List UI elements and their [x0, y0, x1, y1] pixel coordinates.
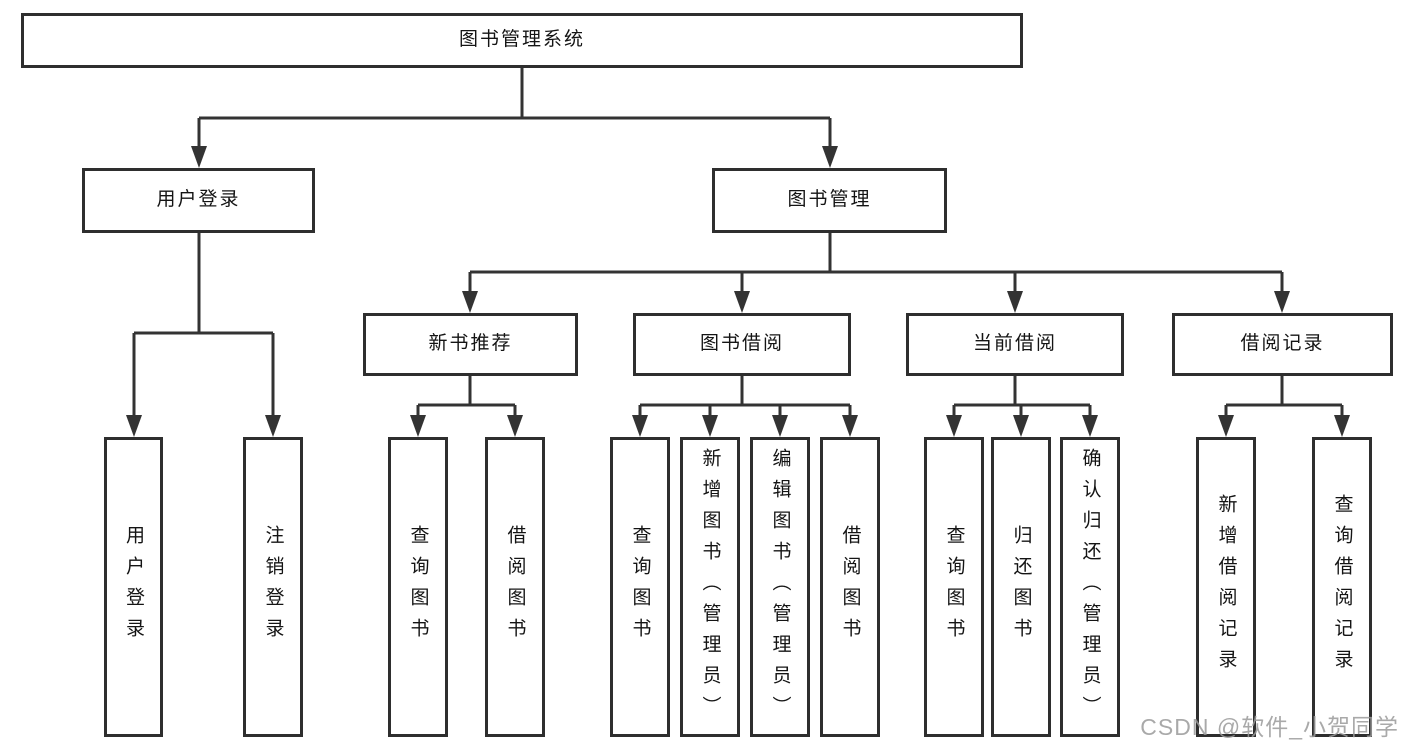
leaf-user-login: 用户登录: [104, 437, 163, 737]
leaf-logout: 注销登录: [243, 437, 303, 737]
leaf-query-books-recommend: 查询图书: [388, 437, 448, 737]
node-new-book-recommendation: 新书推荐: [363, 313, 578, 376]
leaf-query-books-borrow: 查询图书: [610, 437, 670, 737]
leaf-query-borrow-record: 查询借阅记录: [1312, 437, 1372, 737]
node-user-login: 用户登录: [82, 168, 315, 233]
node-label: 图书借阅: [699, 333, 784, 355]
node-book-borrowing: 图书借阅: [633, 313, 851, 376]
leaf-query-books-current: 查询图书: [924, 437, 984, 737]
leaf-borrow-books-recommend: 借阅图书: [485, 437, 545, 737]
node-label: 归还图书: [1010, 525, 1032, 649]
node-book-management: 图书管理: [712, 168, 947, 233]
leaf-borrow-books: 借阅图书: [820, 437, 880, 737]
leaf-edit-books-admin: 编辑图书（管理员）: [750, 437, 810, 737]
node-label: 新书推荐: [428, 333, 513, 355]
node-label: 借阅图书: [839, 525, 861, 649]
node-label: 用户登录: [156, 189, 241, 211]
node-label: 图书管理系统: [458, 29, 585, 51]
node-label: 图书管理: [787, 189, 872, 211]
node-label: 当前借阅: [972, 333, 1057, 355]
node-label: 借阅图书: [504, 525, 526, 649]
node-library-management-system: 图书管理系统: [21, 13, 1023, 68]
node-label: 查询图书: [407, 525, 429, 649]
node-label: 编辑图书（管理员）: [769, 447, 791, 727]
leaf-confirm-return-admin: 确认归还（管理员）: [1060, 437, 1120, 737]
node-label: 借阅记录: [1240, 333, 1325, 355]
node-label: 新增借阅记录: [1215, 494, 1237, 680]
node-label: 查询图书: [629, 525, 651, 649]
node-label: 用户登录: [123, 525, 144, 649]
leaf-add-books-admin: 新增图书（管理员）: [680, 437, 740, 737]
node-label: 确认归还（管理员）: [1079, 447, 1101, 727]
csdn-watermark: CSDN @软件_小贺同学: [1140, 714, 1399, 740]
node-current-borrowing: 当前借阅: [906, 313, 1124, 376]
node-label: 注销登录: [262, 525, 284, 649]
node-label: 查询图书: [943, 525, 965, 649]
node-label: 新增图书（管理员）: [699, 447, 721, 727]
arrowheads: [126, 146, 1350, 437]
node-borrowing-records: 借阅记录: [1172, 313, 1393, 376]
leaf-add-borrow-record: 新增借阅记录: [1196, 437, 1256, 737]
node-label: 查询借阅记录: [1331, 494, 1353, 680]
leaf-return-books: 归还图书: [991, 437, 1051, 737]
